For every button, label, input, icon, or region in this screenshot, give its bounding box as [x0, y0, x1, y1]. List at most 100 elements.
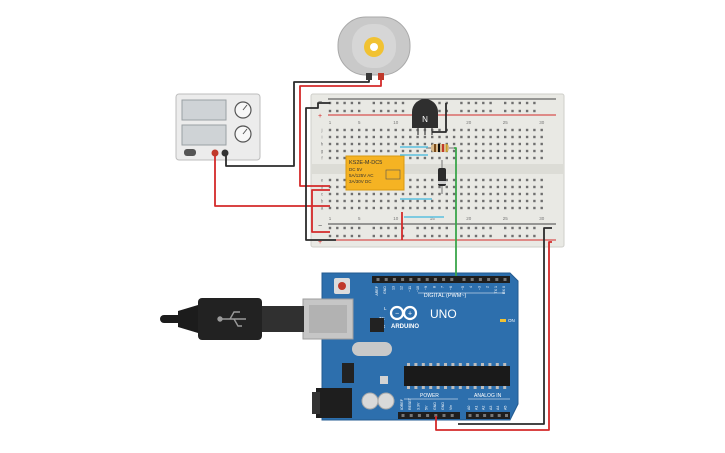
relay-rail-wire[interactable] [311, 189, 330, 233]
breadboard-hole[interactable] [489, 109, 492, 113]
breadboard-hole[interactable] [452, 128, 456, 132]
breadboard-hole[interactable] [540, 199, 543, 203]
breadboard-hole[interactable] [438, 135, 441, 139]
breadboard-hole[interactable] [416, 234, 419, 238]
breadboard-hole[interactable] [474, 199, 478, 203]
breadboard-hole[interactable] [467, 185, 470, 189]
breadboard-hole[interactable] [416, 192, 419, 196]
breadboard-hole[interactable] [467, 178, 470, 182]
breadboard-hole[interactable] [496, 128, 500, 132]
breadboard-hole[interactable] [343, 128, 346, 132]
breadboard-hole[interactable] [387, 199, 390, 203]
breadboard-hole[interactable] [460, 128, 463, 132]
breadboard-hole[interactable] [328, 206, 332, 210]
breadboard-hole[interactable] [438, 206, 441, 210]
analog-pin[interactable] [475, 414, 479, 417]
breadboard-hole[interactable] [504, 149, 507, 153]
digital-pin[interactable] [376, 278, 380, 281]
breadboard-hole[interactable] [504, 185, 507, 189]
breadboard-hole[interactable] [445, 206, 448, 210]
breadboard-hole[interactable] [525, 142, 529, 146]
breadboard-hole[interactable] [460, 101, 463, 105]
breadboard-hole[interactable] [372, 149, 375, 153]
breadboard-hole[interactable] [350, 192, 354, 196]
breadboard-hole[interactable] [511, 185, 514, 189]
breadboard-hole[interactable] [474, 128, 478, 132]
breadboard-hole[interactable] [365, 142, 368, 146]
breadboard-hole[interactable] [533, 199, 536, 203]
breadboard-hole[interactable] [343, 234, 346, 238]
breadboard-hole[interactable] [336, 156, 339, 160]
breadboard-hole[interactable] [540, 142, 543, 146]
breadboard-hole[interactable] [452, 206, 456, 210]
breadboard-hole[interactable] [328, 199, 332, 203]
breadboard-hole[interactable] [350, 199, 354, 203]
breadboard-hole[interactable] [504, 192, 507, 196]
breadboard-hole[interactable] [511, 178, 514, 182]
breadboard-hole[interactable] [401, 101, 405, 105]
breadboard-hole[interactable] [350, 109, 354, 113]
breadboard-hole[interactable] [460, 192, 463, 196]
breadboard-hole[interactable] [401, 142, 405, 146]
digital-pin[interactable] [409, 278, 413, 281]
breadboard-hole[interactable] [387, 206, 390, 210]
breadboard-hole[interactable] [445, 226, 448, 230]
breadboard-hole[interactable] [511, 128, 514, 132]
breadboard-hole[interactable] [452, 142, 456, 146]
breadboard-hole[interactable] [533, 206, 536, 210]
breadboard-hole[interactable] [416, 226, 419, 230]
breadboard-hole[interactable] [394, 206, 397, 210]
breadboard-hole[interactable] [504, 135, 507, 139]
breadboard-hole[interactable] [489, 135, 492, 139]
breadboard-hole[interactable] [423, 156, 427, 160]
breadboard-hole[interactable] [511, 206, 514, 210]
breadboard-hole[interactable] [394, 101, 397, 105]
breadboard-hole[interactable] [438, 234, 441, 238]
breadboard-hole[interactable] [343, 135, 346, 139]
breadboard-hole[interactable] [343, 101, 346, 105]
breadboard-hole[interactable] [401, 192, 405, 196]
breadboard-hole[interactable] [394, 135, 397, 139]
breadboard-hole[interactable] [379, 142, 383, 146]
motor-negative-wire[interactable] [225, 80, 370, 167]
breadboard-hole[interactable] [394, 149, 397, 153]
breadboard-hole[interactable] [489, 206, 492, 210]
breadboard-hole[interactable] [496, 149, 500, 153]
breadboard-hole[interactable] [394, 234, 397, 238]
breadboard-hole[interactable] [518, 128, 521, 132]
usb-port[interactable] [302, 298, 354, 340]
breadboard-hole[interactable] [394, 226, 397, 230]
breadboard-hole[interactable] [379, 226, 383, 230]
breadboard-hole[interactable] [431, 234, 434, 238]
breadboard-hole[interactable] [365, 128, 368, 132]
breadboard-hole[interactable] [379, 149, 383, 153]
breadboard-hole[interactable] [511, 226, 514, 230]
breadboard-hole[interactable] [474, 101, 478, 105]
breadboard-hole[interactable] [533, 128, 536, 132]
breadboard-hole[interactable] [343, 149, 346, 153]
breadboard-hole[interactable] [387, 226, 390, 230]
breadboard-hole[interactable] [533, 135, 536, 139]
npn-transistor[interactable]: N [412, 99, 438, 135]
breadboard-hole[interactable] [372, 135, 375, 139]
emitter-ground-wire[interactable] [432, 103, 447, 133]
breadboard-hole[interactable] [431, 135, 434, 139]
breadboard-hole[interactable] [438, 101, 441, 105]
breadboard-hole[interactable] [438, 128, 441, 132]
power-pin[interactable] [442, 414, 446, 417]
breadboard-hole[interactable] [496, 192, 500, 196]
breadboard-hole[interactable] [328, 192, 332, 196]
breadboard-hole[interactable] [387, 234, 390, 238]
breadboard-hole[interactable] [511, 199, 514, 203]
breadboard-hole[interactable] [467, 101, 470, 105]
breadboard-hole[interactable] [467, 226, 470, 230]
breadboard-hole[interactable] [525, 192, 529, 196]
breadboard-hole[interactable] [387, 142, 390, 146]
breadboard-hole[interactable] [504, 156, 507, 160]
breadboard-hole[interactable] [474, 109, 478, 113]
breadboard-hole[interactable] [452, 199, 456, 203]
breadboard-hole[interactable] [467, 206, 470, 210]
breadboard-hole[interactable] [416, 185, 419, 189]
breadboard-hole[interactable] [533, 234, 536, 238]
breadboard-hole[interactable] [387, 192, 390, 196]
